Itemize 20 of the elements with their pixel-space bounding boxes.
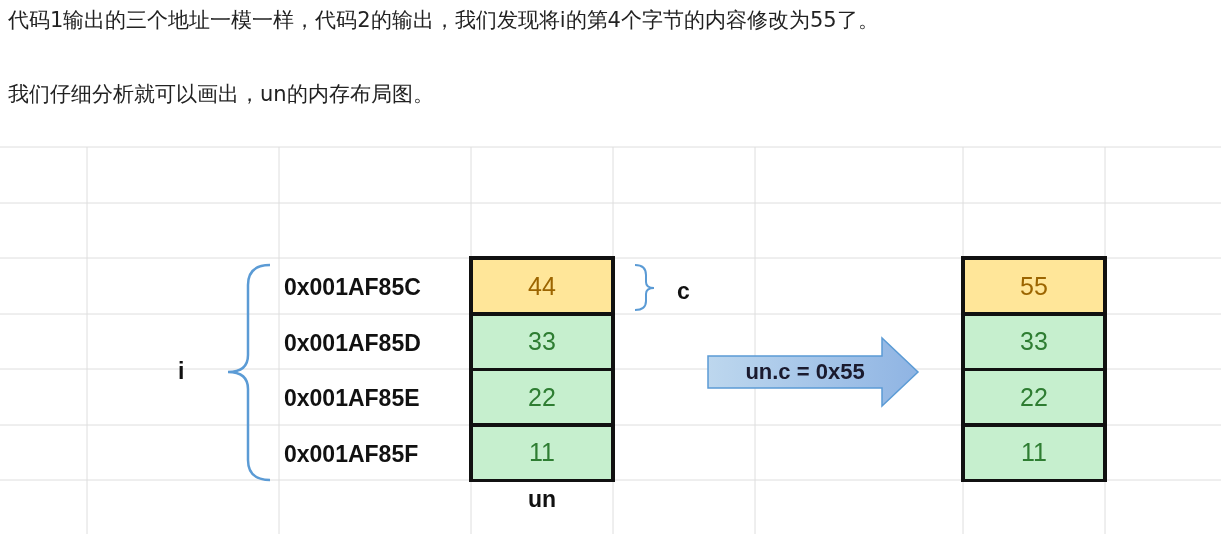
variable-label: i: [178, 358, 185, 385]
edge-label: un.c = 0x55: [745, 359, 865, 385]
variable-label: c: [677, 278, 690, 305]
memory-cell: 33: [963, 313, 1105, 370]
block-arrow: [707, 336, 920, 408]
stack-caption: un: [526, 486, 558, 513]
memory-cell: 11: [471, 424, 613, 481]
address-label: 0x001AF85F: [284, 441, 419, 468]
paragraph: 我们仔细分析就可以画出，un的内存布局图。: [8, 81, 434, 108]
address-label: 0x001AF85D: [284, 330, 421, 357]
memory-stack: [963, 258, 1105, 480]
memory-cell: 33: [471, 313, 613, 370]
memory-cell: 22: [471, 369, 613, 425]
address-label: 0x001AF85E: [284, 385, 420, 412]
paragraph: 代码1输出的三个地址一模一样，代码2的输出，我们发现将i的第4个字节的内容修改为55了。: [8, 7, 879, 34]
memory-cell: 44: [471, 258, 613, 314]
address-label: 0x001AF85C: [284, 274, 421, 301]
memory-cell: 11: [963, 424, 1105, 481]
memory-cell: 22: [963, 369, 1105, 425]
memory-cell: 55: [963, 258, 1105, 314]
